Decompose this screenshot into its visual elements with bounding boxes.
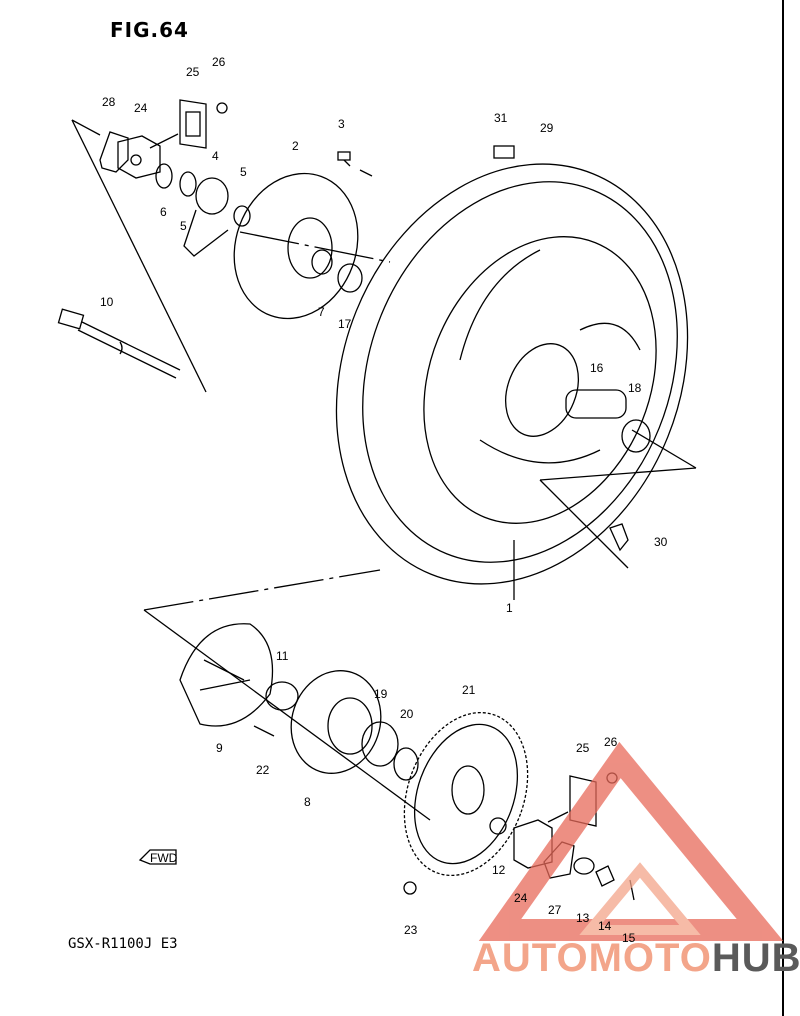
rear-wheel [335,163,689,585]
nut-14 [595,865,615,887]
callout-3: 3 [338,117,345,131]
spacer-5 [179,171,197,197]
watermark-logo-triangle [478,741,784,941]
callout-11: 11 [276,649,289,663]
callout-31: 31 [494,111,508,125]
nut-26-top [216,102,228,114]
bearing-19 [361,721,399,767]
guide-line [359,169,373,177]
seal-17 [337,263,363,293]
callout-4: 4 [212,149,219,163]
washer-13 [573,857,595,875]
page-border [782,0,784,1016]
callout-8: 8 [304,795,311,809]
seal-20 [393,747,419,781]
callout-7: 7 [318,305,325,319]
seal-18 [621,419,651,453]
axle-10 [57,308,181,379]
guide-line [143,609,431,821]
watermark-part1: AUTOMOTO [472,936,712,980]
callout-29: 29 [540,121,554,135]
plate-25-bottom [569,775,597,827]
callout-27: 27 [548,903,562,917]
guide-line [71,119,101,136]
fwd-arrow-icon [138,849,177,865]
callout-24-bottom: 24 [514,891,528,905]
callout-25-top: 25 [186,65,200,79]
spacer-5b [233,205,251,227]
bearing-7 [311,249,333,275]
callout-18: 18 [628,381,642,395]
valve-30 [609,523,629,552]
adjuster-block-24-top [117,133,179,179]
collar-16 [565,389,627,419]
callout-12: 12 [492,863,506,877]
guide-line [539,479,629,569]
watermark-text: AUTOMOTOHUB [472,936,800,981]
callout-16: 16 [590,361,604,375]
callout-19: 19 [374,687,388,701]
callout-21: 21 [462,683,476,697]
callout-6: 6 [160,205,167,219]
callout-20: 20 [400,707,414,721]
nut-12 [489,817,507,835]
callout-28: 28 [102,95,116,109]
callout-1: 1 [506,601,513,615]
callout-14: 14 [598,919,612,933]
watermark-part2: HUB [711,936,800,980]
guide-line [539,467,697,481]
guide-line [143,569,381,611]
sprocket-drum-8 [290,670,382,774]
callout-26-bottom: 26 [604,735,618,749]
damper-9 [179,623,274,727]
fwd-label: FWD [150,851,178,865]
caliper-bracket-4 [183,177,229,257]
bolt-3-head [337,151,351,161]
adjuster-bolt [547,811,569,823]
callout-10: 10 [100,295,114,309]
callout-13: 13 [576,911,590,925]
callout-23: 23 [404,923,418,937]
callout-17: 17 [338,317,352,331]
figure-title: FIG.64 [110,18,189,42]
callout-22: 22 [256,763,270,777]
callout-15: 15 [622,931,636,945]
bearing-6 [155,163,173,189]
callout-30: 30 [654,535,668,549]
callout-5: 5 [240,165,247,179]
brake-disc-2 [233,172,359,320]
bolt-22 [253,725,275,737]
model-code: GSX-R1100J E3 [68,936,178,952]
axle-center-line [239,231,391,263]
chain-adjuster-28 [99,131,129,173]
guide-line [71,119,207,393]
callout-labels: 1 2 3 4 5 5 6 7 8 9 10 11 12 13 14 15 16… [100,55,668,945]
callout-24-top: 24 [134,101,148,115]
callout-26-top: 26 [212,55,226,69]
callout-2: 2 [292,139,299,153]
callout-9: 9 [216,741,223,755]
sprocket-21 [403,711,529,877]
callout-5b: 5 [180,219,187,233]
clip-31 [493,145,515,159]
guide-line [631,429,697,469]
plate-25-top [179,99,207,149]
callout-25-bottom: 25 [576,741,590,755]
collar-11 [265,681,299,711]
bolt-3 [343,159,351,167]
nut-23 [403,881,417,895]
